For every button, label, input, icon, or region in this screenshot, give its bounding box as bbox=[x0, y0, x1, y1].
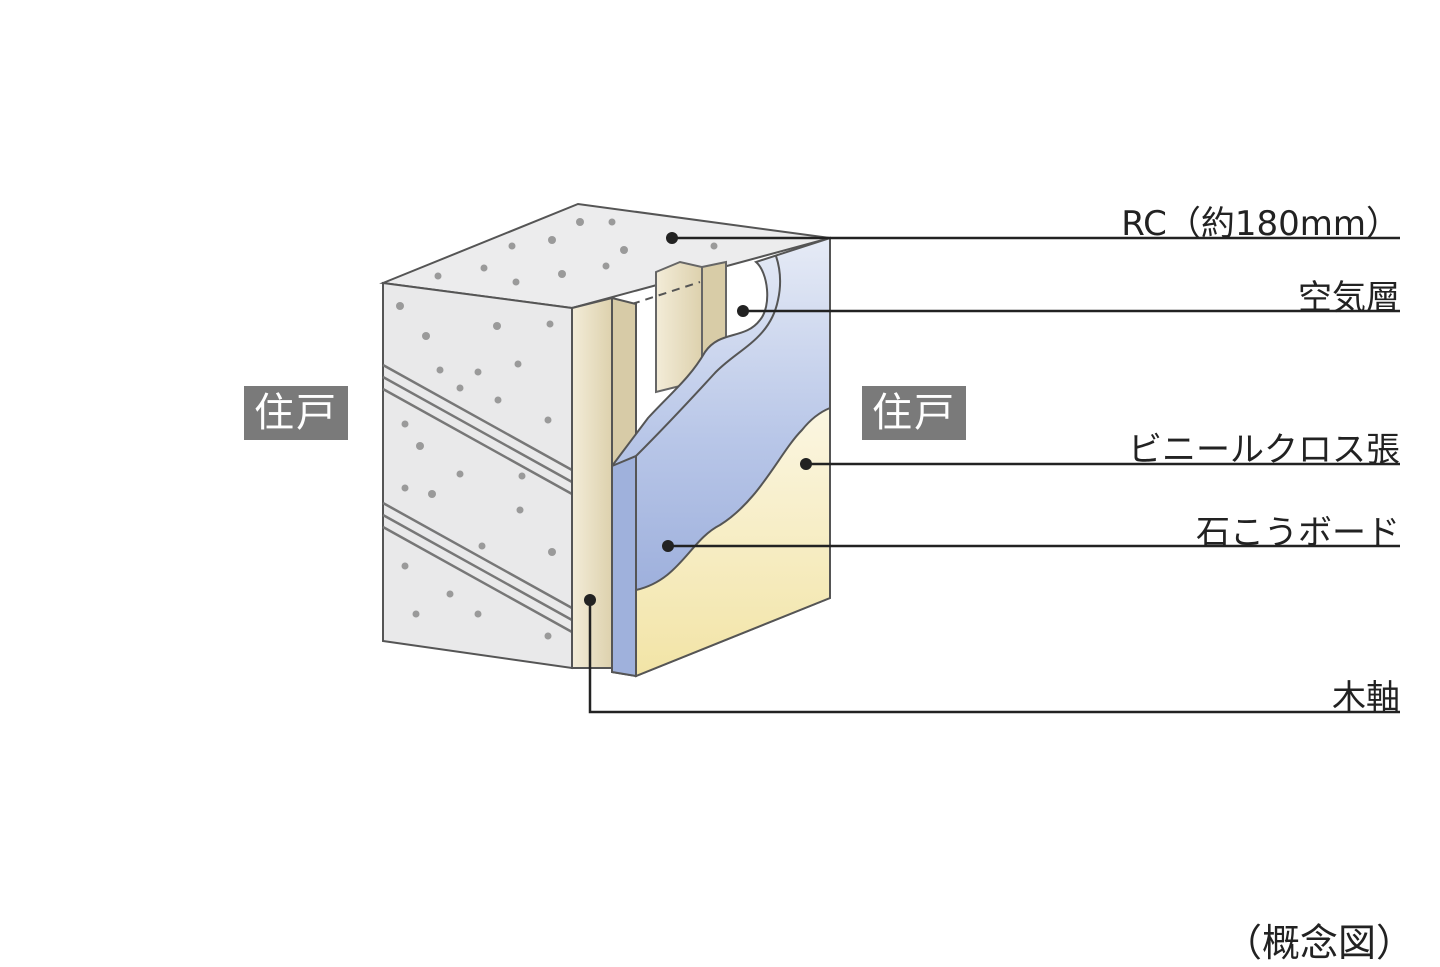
leader-lines bbox=[588, 236, 1400, 714]
label-wood-frame: 木軸 bbox=[1332, 678, 1400, 718]
leader-wood bbox=[588, 600, 1400, 714]
concept-note: （概念図） bbox=[1223, 921, 1414, 965]
rc-bands bbox=[382, 363, 573, 634]
label-vinyl-cloth: ビニールクロス張 bbox=[1128, 430, 1400, 470]
rc-front-face bbox=[382, 281, 573, 670]
room-tag-right: 住戸 bbox=[862, 386, 966, 440]
vinyl-cloth bbox=[635, 406, 831, 678]
wood-stud-front bbox=[571, 296, 613, 669]
rc-aggregate-dots bbox=[396, 218, 718, 640]
label-rc: RC（約180mm） bbox=[1121, 204, 1400, 244]
leader-dots bbox=[584, 232, 812, 606]
room-tag-left: 住戸 bbox=[244, 386, 348, 440]
label-gypsum-board: 石こうボード bbox=[1196, 513, 1400, 553]
air-gap-dashes bbox=[631, 281, 701, 305]
label-air-layer: 空気層 bbox=[1298, 278, 1400, 318]
